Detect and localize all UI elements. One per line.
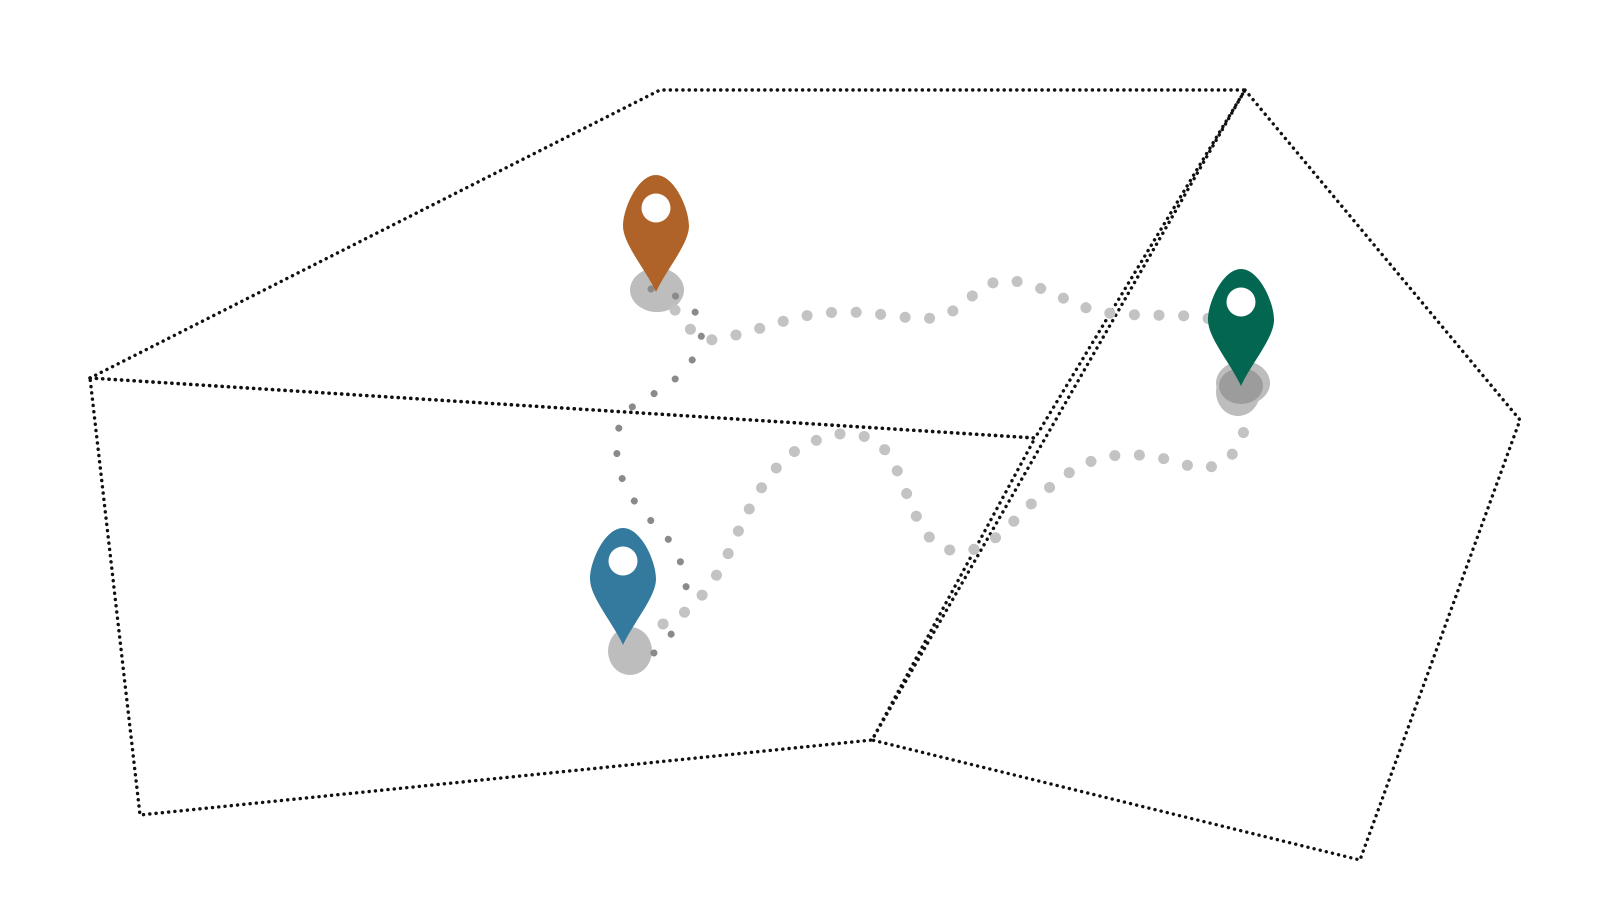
orange-pin-shadow [630, 268, 684, 312]
map-pin-icon [1208, 269, 1274, 386]
markers [590, 175, 1274, 645]
pin-center-dot [641, 193, 671, 223]
routes [613, 274, 1254, 664]
map-pin-icon [623, 175, 689, 292]
map-pin-icon [590, 528, 656, 645]
region-lower-left[interactable] [88, 376, 1037, 817]
pin-center-dot [608, 546, 638, 576]
green-location-pin[interactable] [1208, 269, 1274, 386]
pin-center-dot [1226, 287, 1256, 317]
pin-shadows [608, 268, 1270, 675]
route-blue-to-green[interactable] [657, 404, 1254, 630]
region-lower-right[interactable] [870, 88, 1522, 862]
blue-location-pin[interactable] [590, 528, 656, 645]
blue-pin-shadow [608, 627, 652, 675]
orange-location-pin[interactable] [623, 175, 689, 292]
region-boundaries [88, 88, 1522, 862]
route-orange-to-green[interactable] [669, 274, 1234, 346]
